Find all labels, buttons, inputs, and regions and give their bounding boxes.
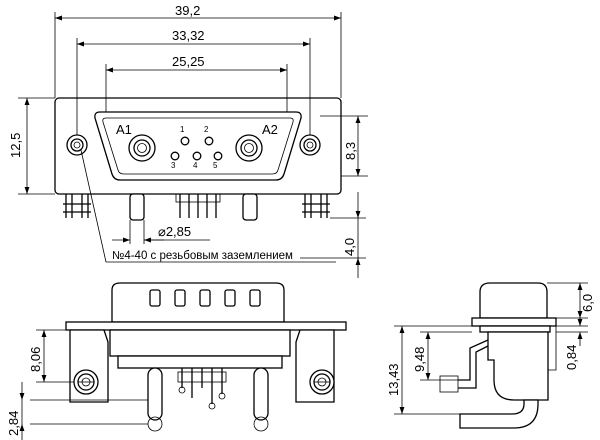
dim-tail-length: 2,84 <box>6 411 21 436</box>
mount-hole-left <box>66 134 88 156</box>
side-tail <box>459 399 539 429</box>
signal-contact <box>180 136 190 146</box>
dim-flange-height: 12,5 <box>8 133 23 158</box>
signal-contact <box>192 151 202 161</box>
dim-mount-spacing: 33,32 <box>172 28 205 43</box>
dim-side-top: 6,0 <box>580 294 595 312</box>
thread-note: №4-40 с резьбовым заземлением <box>112 250 293 262</box>
signal-contact <box>213 151 223 161</box>
lower-view: 8,06 2,84 <box>6 282 347 440</box>
front-view: A1 A2 1 2 3 4 5 <box>8 3 368 278</box>
coax-contact-a2 <box>235 134 263 162</box>
pin-number: 2 <box>204 125 209 134</box>
dim-pin-diameter: ⌀2,85 <box>158 224 191 239</box>
contact-window <box>174 289 186 307</box>
lower-flange <box>65 321 347 331</box>
dim-pin-length: 4,0 <box>342 238 357 256</box>
front-shell-outer <box>94 111 302 181</box>
dim-side-body-height: 9,48 <box>412 347 427 372</box>
contact-window <box>249 289 261 307</box>
pin-number: 4 <box>193 161 198 170</box>
dim-side-small: 0,84 <box>564 345 579 370</box>
signal-contact <box>204 136 214 146</box>
pin-number: 1 <box>180 125 185 134</box>
label-a2: A2 <box>262 122 278 137</box>
contact-window <box>149 289 161 307</box>
pin-number: 5 <box>213 161 218 170</box>
screw-lock-right <box>309 369 335 395</box>
coax-contact-a1 <box>128 134 156 162</box>
dim-lower-offset: 8,06 <box>28 347 43 372</box>
front-tails <box>63 193 330 221</box>
side-shell <box>479 282 548 319</box>
dim-shell-width: 25,25 <box>172 54 205 69</box>
contact-window <box>199 289 211 307</box>
contact-window <box>224 289 236 307</box>
signal-contact <box>170 151 180 161</box>
front-shell-inner <box>102 117 294 175</box>
dim-center-to-bottom: 8,3 <box>343 142 358 160</box>
side-body <box>487 331 549 401</box>
dim-overall-width: 39,2 <box>175 3 200 18</box>
side-view: 6,0 0,84 9,48 13,43 <box>386 282 595 429</box>
screw-lock-left <box>73 369 99 395</box>
label-a1: A1 <box>116 122 132 137</box>
pin-number: 3 <box>171 161 176 170</box>
mount-hole-right <box>299 134 321 156</box>
dim-side-total-height: 13,43 <box>386 363 401 396</box>
